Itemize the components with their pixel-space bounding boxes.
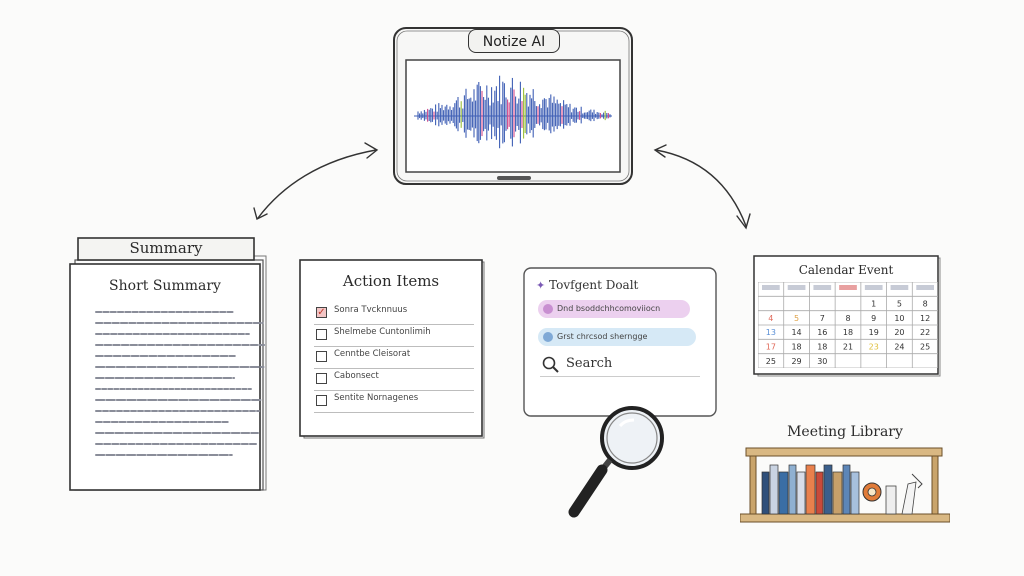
calendar-day[interactable]: 9 [871, 314, 876, 323]
calendar-day[interactable]: 12 [920, 314, 930, 323]
checkbox-checked[interactable]: ✓ [316, 307, 327, 318]
library-title: Meeting Library [787, 424, 903, 440]
calendar-day[interactable]: 22 [920, 328, 930, 337]
calendar-day[interactable]: 16 [817, 328, 827, 337]
calendar-day[interactable]: 13 [766, 328, 776, 337]
search-input[interactable]: Search [540, 354, 700, 377]
calendar-day[interactable]: 30 [817, 357, 827, 366]
action-items-frame [299, 259, 485, 439]
calendar-day[interactable]: 20 [894, 328, 904, 337]
calendar-day[interactable]: 17 [766, 343, 776, 352]
calendar-weekday-header [864, 285, 883, 290]
checkbox[interactable] [316, 329, 327, 340]
book-spine [832, 471, 843, 515]
bookshelf-illustration [740, 447, 950, 523]
magnifying-glass-icon [568, 406, 664, 518]
calendar-day[interactable]: 4 [768, 314, 773, 323]
calendar-day[interactable]: 19 [869, 328, 879, 337]
library-card: Meeting Library [740, 422, 950, 532]
checkbox[interactable] [316, 351, 327, 362]
book-spine [769, 464, 779, 515]
calendar-title: Calendar Event [798, 263, 894, 277]
search-label: Search [566, 356, 613, 371]
arrow-left-head-bottom [253, 207, 268, 221]
arrow-left-curve [257, 149, 377, 219]
calendar-day[interactable]: 18 [843, 328, 853, 337]
summary-header: Summary [129, 239, 203, 257]
checkbox[interactable] [316, 373, 327, 384]
calendar-weekday-header [890, 285, 909, 290]
chip-blue-icon [543, 331, 553, 342]
calendar-day[interactable]: 5 [794, 314, 799, 323]
calendar-day[interactable]: 1 [871, 300, 876, 309]
calendar-weekday-header [839, 285, 857, 290]
book-spine [823, 464, 833, 515]
calendar-day[interactable]: 29 [791, 357, 801, 366]
action-item-label: Cenntbe Cleisorat [334, 349, 411, 359]
calendar-day[interactable]: 24 [894, 343, 904, 352]
calendar-grid: 1 5 8 4 5 7 8 9 10 12 13 14 16 18 19 20 22 17 18 18 21 23 24 25… [758, 282, 938, 368]
book-spine [796, 471, 806, 515]
calendar-weekday-header [813, 285, 832, 290]
book-spine [778, 471, 789, 515]
arrow-left-head-top [364, 142, 379, 159]
book-spine [842, 464, 851, 515]
calendar-day[interactable]: 10 [894, 314, 904, 323]
action-item-label: Sentite Nornagenes [334, 393, 419, 403]
action-items-title: Action Items [342, 272, 440, 290]
action-item-row[interactable]: ✓ Sonra Tvcknnuus [314, 304, 474, 325]
calendar-weekday-header [762, 285, 780, 290]
calendar-day[interactable]: 18 [791, 343, 801, 352]
app-tablet: Notize AI [392, 26, 634, 186]
calendar-day[interactable]: 21 [843, 343, 853, 352]
calendar-card: Calendar Event 1 5 8 4 5 7 8 9 10 12 13 14 16 18 19 20 2… [752, 254, 944, 378]
calendar-day[interactable]: 25 [920, 343, 930, 352]
summary-card: Summary Short Summary [62, 236, 272, 496]
book-spine [850, 471, 860, 515]
calendar-day[interactable]: 7 [820, 314, 825, 323]
calendar-day[interactable]: 18 [817, 343, 827, 352]
calendar-day[interactable]: 23 [869, 343, 879, 352]
arrow-right-head-bottom [736, 213, 751, 230]
action-item-row[interactable]: Sentite Nornagenes [314, 392, 474, 413]
arrow-right-head-top [653, 144, 667, 158]
calendar-weekday-header [787, 285, 806, 290]
calendar-day[interactable]: 5 [897, 300, 902, 309]
action-item-row[interactable]: Cenntbe Cleisorat [314, 348, 474, 369]
calendar-day[interactable]: 25 [766, 357, 776, 366]
summary-subtitle: Short Summary [109, 278, 221, 294]
chip-blue[interactable]: Grst chrcsod sherngge [538, 328, 696, 346]
search-icon [542, 356, 559, 373]
book-spine [788, 464, 797, 515]
action-item-label: Sonra Tvcknnuus [334, 305, 408, 315]
book-spine [805, 464, 816, 515]
arrow-right-curve [655, 149, 747, 227]
search-panel: ✦ Tovfgent Doalt Dnd bsoddchhcomoviiocn … [522, 266, 718, 418]
audio-waveform [414, 75, 612, 149]
calendar-weekday-header [916, 285, 934, 290]
action-item-label: Cabonsect [334, 371, 379, 381]
calendar-day[interactable]: 8 [923, 300, 928, 309]
app-title-badge: Notize AI [468, 29, 560, 53]
calendar-day[interactable]: 14 [791, 328, 801, 337]
sparkle-icon: ✦ [536, 279, 546, 292]
action-item-row[interactable]: Shelmebe Cuntonlimih [314, 326, 474, 347]
action-item-row[interactable]: Cabonsect [314, 370, 474, 391]
checkbox[interactable] [316, 395, 327, 406]
calendar-day[interactable]: 8 [845, 314, 850, 323]
app-title: Notize AI [482, 34, 546, 50]
book-spine [815, 471, 824, 515]
book-spine [761, 471, 770, 515]
action-item-label: Shelmebe Cuntonlimih [334, 327, 431, 337]
chip-pink-icon [543, 303, 553, 314]
search-panel-title: ✦ Tovfgent Doalt [536, 278, 639, 292]
chip-pink[interactable]: Dnd bsoddchhcomoviiocn [538, 300, 690, 318]
summary-paper-stack [69, 237, 267, 491]
